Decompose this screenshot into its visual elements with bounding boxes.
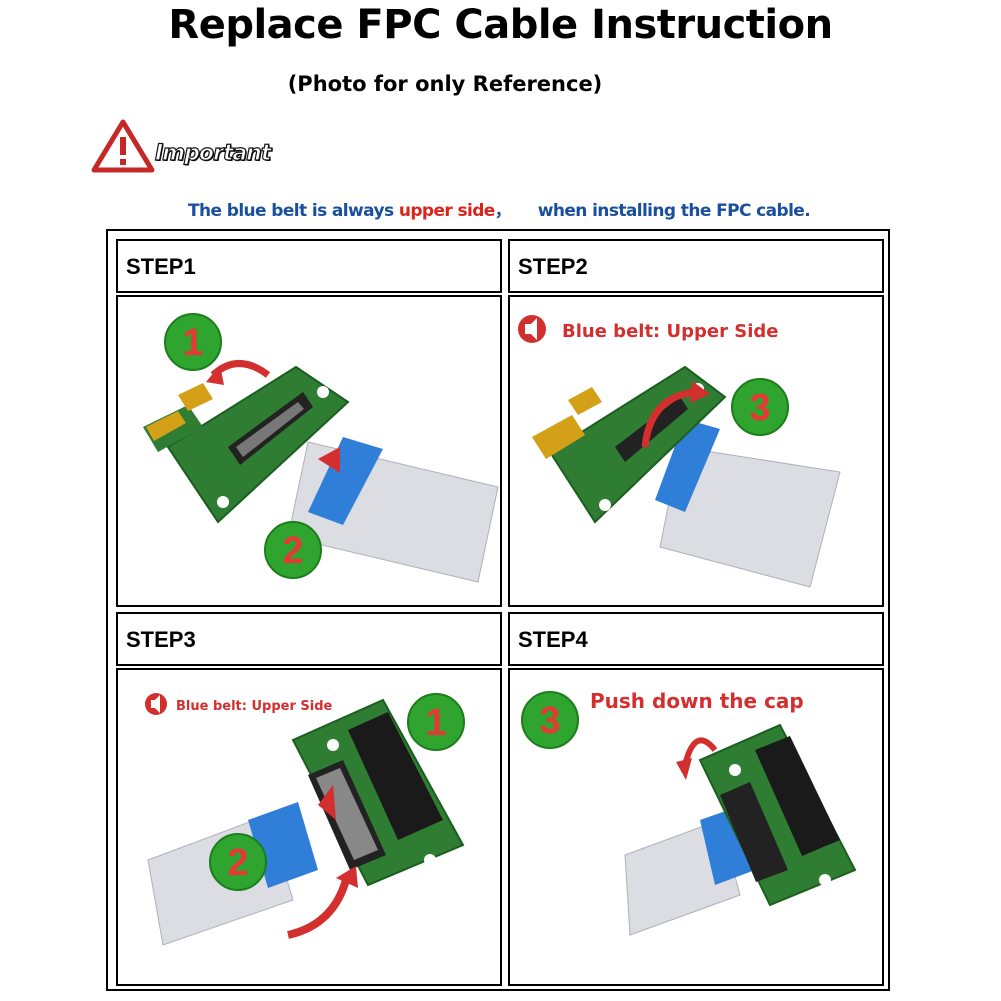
- step3-panel: Blue belt: Upper Side 1 2: [116, 668, 502, 986]
- note-part-1: The blue belt is always: [188, 201, 399, 221]
- step4-illustration: 3 Push down the cap: [521, 689, 857, 936]
- step4-header: STEP4: [508, 612, 884, 666]
- step1-header: STEP1: [116, 239, 502, 293]
- step1-marker-1: 1: [182, 322, 203, 364]
- step3-illustration: Blue belt: Upper Side 1 2: [145, 693, 465, 946]
- page-subtitle: (Photo for only Reference): [287, 72, 603, 96]
- instruction-note: The blue belt is always upper side， when…: [188, 196, 811, 221]
- step1-panel: 1 2: [116, 295, 502, 607]
- step3-caption: Blue belt: Upper Side: [176, 699, 333, 714]
- step2-header: STEP2: [508, 239, 884, 293]
- step3-label: STEP3: [126, 627, 196, 652]
- step2-label: STEP2: [518, 254, 588, 279]
- step3-header: STEP3: [116, 612, 502, 666]
- step2-illustration: Blue belt: Upper Side 3: [518, 315, 841, 588]
- step4-marker-3: 3: [539, 700, 560, 742]
- step1-marker-2: 2: [282, 530, 303, 572]
- step4-caption: Push down the cap: [590, 689, 804, 713]
- important-label: Important: [154, 140, 272, 166]
- step1-illustration: 1 2: [143, 313, 499, 583]
- step1-label: STEP1: [126, 254, 196, 279]
- note-part-2: upper side: [398, 201, 496, 221]
- warning-triangle-icon: [91, 119, 155, 173]
- step3-marker-2: 2: [227, 842, 248, 884]
- step4-panel: 3 Push down the cap: [508, 668, 884, 986]
- step2-caption: Blue belt: Upper Side: [562, 321, 778, 342]
- step2-panel: Blue belt: Upper Side 3: [508, 295, 884, 607]
- page-title: Replace FPC Cable Instruction: [168, 2, 833, 48]
- step3-marker-1: 1: [425, 702, 446, 744]
- step2-marker-3: 3: [749, 387, 770, 429]
- note-part-3: ， when installing the FPC cable.: [494, 201, 811, 221]
- steps-grid: STEP1 1 2 STEP2: [106, 229, 890, 991]
- step4-label: STEP4: [518, 627, 588, 652]
